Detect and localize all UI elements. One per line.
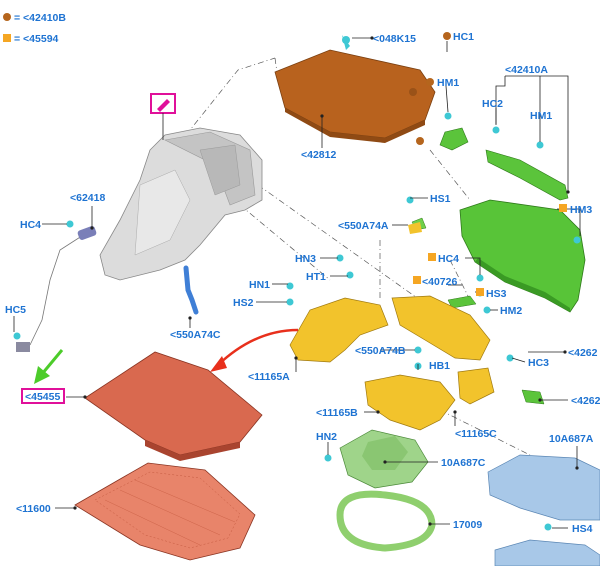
callout-40726[interactable]: <40726 (422, 276, 457, 288)
callout-hn1[interactable]: HN1 (249, 279, 270, 291)
callout-hs1[interactable]: HS1 (430, 193, 451, 205)
callout-048k15[interactable]: <048K15 (373, 33, 416, 45)
callout-hc5[interactable]: HC5 (5, 304, 26, 316)
legend-text-square: = <45594 (14, 33, 59, 45)
highlighted-part-marker[interactable] (150, 93, 176, 114)
callout-ht1[interactable]: HT1 (306, 271, 326, 283)
callout-42410a[interactable]: <42410A (505, 64, 548, 76)
cable-harness (183, 265, 199, 315)
legend-square-marker (3, 34, 11, 42)
green-arrow (34, 349, 64, 384)
marker-42410b-hm1 (426, 78, 434, 86)
callout-45455-highlight (21, 388, 65, 404)
callout-17009[interactable]: 17009 (453, 519, 482, 531)
callout-11600[interactable]: <11600 (16, 503, 51, 515)
carpet-floor-mat (74, 462, 256, 561)
marker-42410b-part (416, 137, 424, 145)
leader-dots (73, 36, 579, 526)
marker-42410b-hc1 (443, 32, 451, 40)
callout-hm1-top[interactable]: HM1 (437, 77, 459, 89)
callout-62418[interactable]: <62418 (70, 192, 105, 204)
callout-hc4-left[interactable]: HC4 (20, 219, 41, 231)
callout-hm1-right[interactable]: HM1 (530, 110, 552, 122)
callout-11165c[interactable]: <11165C (455, 428, 497, 440)
callout-10a687a[interactable]: 10A687A (549, 433, 594, 445)
red-arrow (210, 328, 299, 372)
load-floor-mat (84, 351, 263, 461)
marker-45594-hc4 (428, 253, 436, 261)
callout-550a74b[interactable]: <550A74B (355, 345, 406, 357)
callout-hc1[interactable]: HC1 (453, 31, 474, 43)
marker-45594-hs3 (476, 288, 484, 296)
spare-tire-tray-cover (339, 429, 429, 489)
marker-45594-40726 (413, 276, 421, 284)
callout-hs4[interactable]: HS4 (572, 523, 593, 535)
callout-11165a[interactable]: <11165A (248, 371, 290, 383)
callout-550a74c[interactable]: <550A74C (170, 329, 221, 341)
callout-hc2[interactable]: HC2 (482, 98, 503, 110)
callout-hm3[interactable]: HM3 (570, 204, 592, 216)
callout-550a74a[interactable]: <550A74A (338, 220, 389, 232)
callout-hb1[interactable]: HB1 (429, 360, 450, 372)
callout-hs2[interactable]: HS2 (233, 297, 254, 309)
callout-hc3[interactable]: HC3 (528, 357, 549, 369)
callout-labels: <048K15 HC1 HM1 <42410A HC2 HM1 <42812 <… (5, 31, 600, 535)
callout-hm2[interactable]: HM2 (500, 305, 522, 317)
callout-hn3[interactable]: HN3 (295, 253, 316, 265)
callout-hn2[interactable]: HN2 (316, 431, 337, 443)
callout-4262-a[interactable]: <4262 (568, 347, 598, 359)
callout-hs3[interactable]: HS3 (486, 288, 507, 300)
spare-tire-tub (487, 454, 600, 566)
cargo-cover-panel (274, 49, 436, 143)
callout-hc4-mid[interactable]: HC4 (438, 253, 459, 265)
legend-circle-marker (3, 13, 11, 21)
callout-10a687c[interactable]: 10A687C (441, 457, 486, 469)
legend: = <42410B = <45594 (3, 12, 66, 45)
retaining-ring (336, 490, 436, 552)
callout-45455[interactable]: <45455 (25, 391, 60, 403)
leader-lines (13, 37, 581, 529)
yellow-bracket-parts (289, 222, 495, 431)
marker-45594-hm3 (559, 204, 567, 212)
pen-icon (157, 99, 170, 112)
side-trim-panel (99, 127, 263, 281)
callout-4262-b[interactable]: <4262 (571, 395, 600, 407)
callout-11165b[interactable]: <11165B (316, 407, 358, 419)
legend-text-circle: = <42410B (14, 12, 66, 24)
callout-42812[interactable]: <42812 (301, 149, 336, 161)
wire-harness-left (16, 226, 97, 352)
